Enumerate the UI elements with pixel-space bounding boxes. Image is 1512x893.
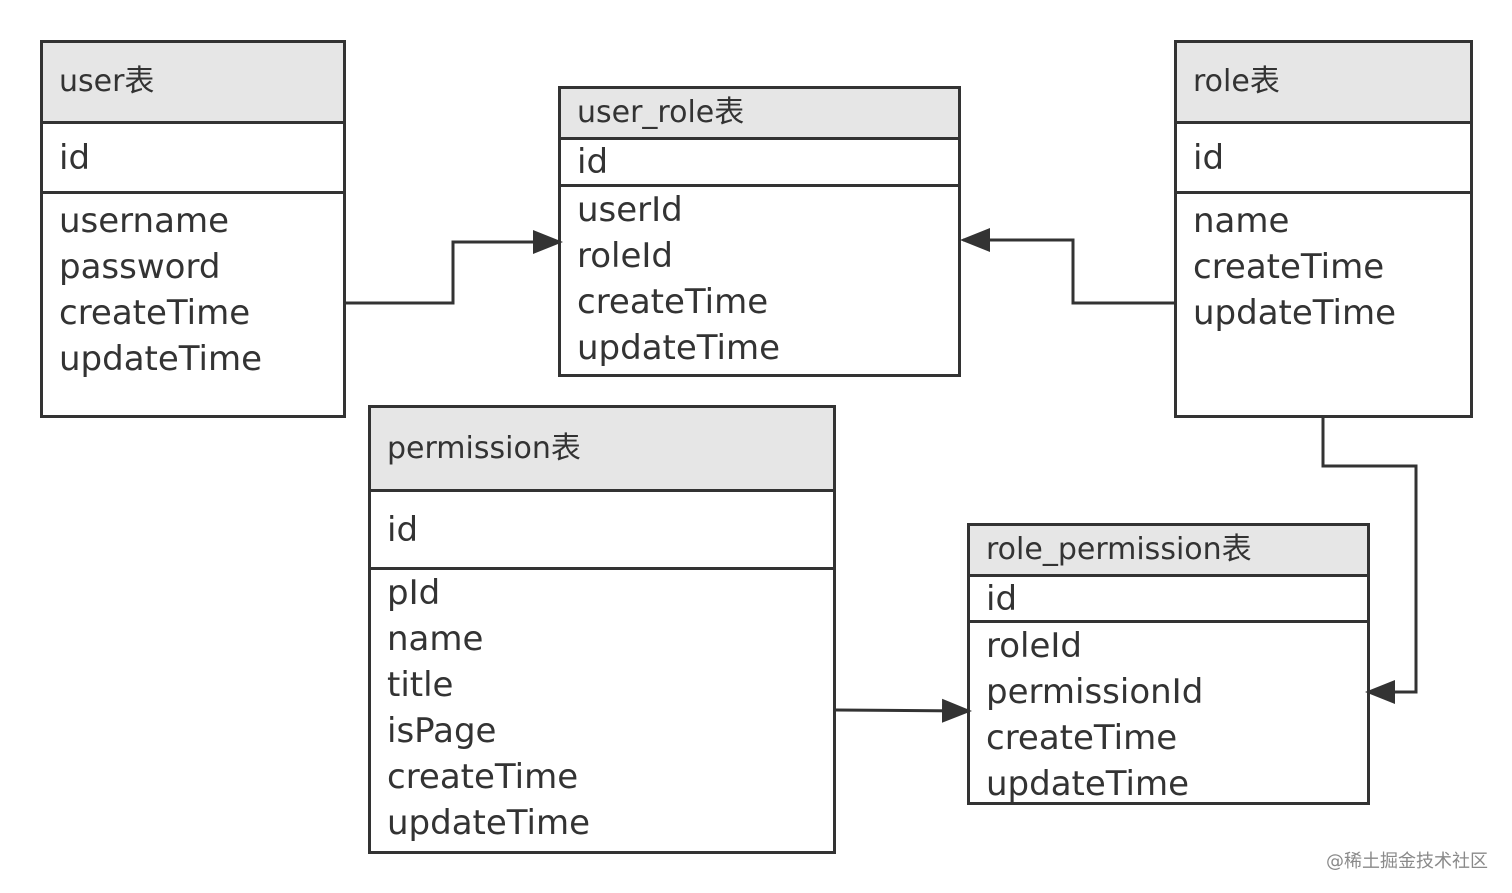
table-field: roleId	[986, 626, 1083, 666]
table-role: role表 id name createTime updateTime	[1174, 40, 1473, 418]
table-user: user表 id username password createTime up…	[40, 40, 346, 418]
table-primary-key: id	[561, 140, 958, 187]
relation-role-to-role-permission	[1321, 418, 1418, 704]
table-field: createTime	[59, 293, 251, 333]
table-title: user表	[43, 43, 343, 124]
table-field: updateTime	[577, 328, 781, 368]
table-field: name	[1193, 201, 1290, 241]
relation-user-to-user-role	[346, 230, 563, 305]
watermark: @稀土掘金技术社区	[1326, 851, 1488, 872]
table-title: permission表	[371, 408, 833, 492]
table-field: updateTime	[1193, 293, 1397, 333]
table-role-permission: role_permission表 id roleId permissionId …	[967, 523, 1370, 805]
table-permission: permission表 id pId name title isPage cre…	[368, 405, 836, 854]
table-title: role表	[1177, 43, 1470, 124]
relation-role-to-user-role	[960, 228, 1174, 305]
table-field: isPage	[387, 711, 497, 751]
table-fields: name createTime updateTime	[1177, 194, 1470, 336]
table-primary-key: id	[371, 492, 833, 570]
table-field: title	[387, 665, 454, 705]
table-fields: userId roleId createTime updateTime	[561, 187, 958, 371]
table-fields: roleId permissionId createTime updateTim…	[970, 623, 1367, 807]
table-field: updateTime	[59, 339, 263, 379]
table-field: pId	[387, 573, 441, 613]
table-field: password	[59, 247, 221, 287]
table-field: createTime	[387, 757, 579, 797]
table-field: updateTime	[986, 764, 1190, 804]
table-field: roleId	[577, 236, 674, 276]
table-field: userId	[577, 190, 683, 230]
table-field: createTime	[1193, 247, 1385, 287]
table-fields: username password createTime updateTime	[43, 194, 343, 382]
table-fields: pId name title isPage createTime updateT…	[371, 570, 833, 846]
relation-permission-to-role-permission	[835, 698, 972, 723]
table-user-role: user_role表 id userId roleId createTime u…	[558, 86, 961, 377]
table-primary-key: id	[43, 124, 343, 194]
table-title: user_role表	[561, 89, 958, 140]
table-field: name	[387, 619, 484, 659]
table-field: permissionId	[986, 672, 1204, 712]
table-field: createTime	[986, 718, 1178, 758]
table-title: role_permission表	[970, 526, 1367, 577]
table-field: createTime	[577, 282, 769, 322]
table-field: username	[59, 201, 229, 241]
table-field: updateTime	[387, 803, 591, 843]
table-primary-key: id	[1177, 124, 1470, 194]
table-primary-key: id	[970, 577, 1367, 623]
